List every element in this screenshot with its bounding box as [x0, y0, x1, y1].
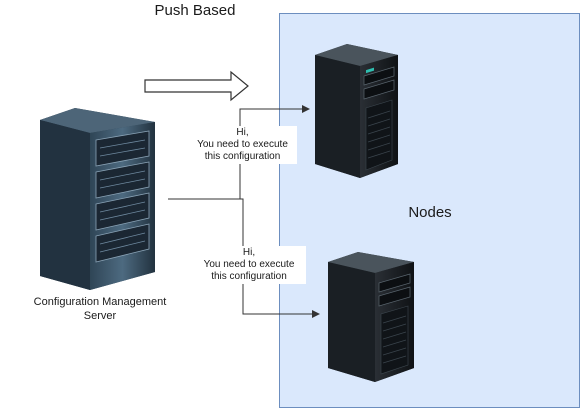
server-rack-icon	[40, 108, 155, 290]
tower-server-icon	[315, 44, 398, 178]
server-caption-line: Configuration Management	[33, 296, 167, 308]
server-caption: Configuration Management Server	[10, 295, 190, 323]
diagram-title: Push Based	[154, 2, 236, 19]
message-label-top: Hi, You need to execute this configurati…	[188, 126, 297, 164]
message-line: Hi,	[242, 247, 256, 258]
nodes-label: Nodes	[408, 204, 452, 221]
message-line: You need to execute	[197, 139, 288, 150]
message-line: this configuration	[204, 151, 281, 162]
block-arrow-icon	[144, 70, 249, 102]
tower-server-icon	[328, 252, 414, 382]
message-line: this configuration	[211, 271, 287, 282]
message-label-bottom: Hi, You need to execute this configurati…	[192, 246, 306, 284]
server-caption-line: Server	[83, 310, 117, 322]
message-line: Hi,	[236, 127, 249, 138]
message-line: You need to execute	[203, 259, 295, 270]
